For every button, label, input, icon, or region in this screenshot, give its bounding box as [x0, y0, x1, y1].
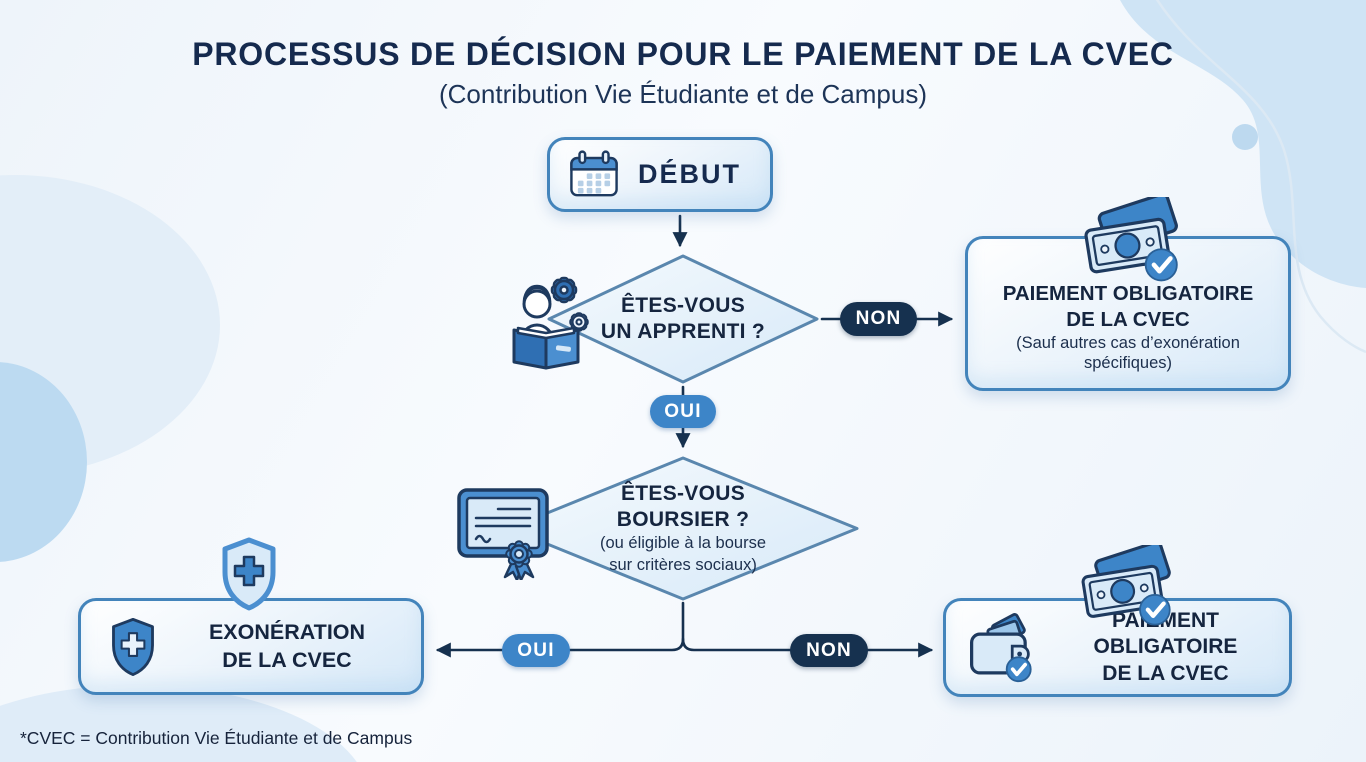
page-title: PROCESSUS DE DÉCISION POUR LE PAIEMENT D…	[192, 36, 1174, 72]
outcome-exoneration-line1: EXONÉRATION	[208, 620, 366, 645]
start-node: DÉBUT	[547, 137, 773, 212]
banknotes-check-icon	[1084, 197, 1178, 282]
blob-bottom-left	[0, 685, 357, 762]
outcome-paiement-apprenti-line1: PAIEMENT OBLIGATOIRE	[1002, 282, 1254, 306]
outcome-paiement-apprenti-sub2: spécifiques)	[1083, 354, 1173, 373]
decision-boursier-sub1: (ou éligible à la bourse	[599, 534, 767, 553]
banknotes-check-icon	[1081, 545, 1171, 626]
outcome-exoneration: EXONÉRATION DE LA CVEC	[78, 537, 424, 695]
branch-label-oui-boursier: OUI	[502, 634, 570, 667]
decision-boursier-sub2: sur critères sociaux)	[609, 556, 757, 575]
student-reading-icon	[512, 276, 589, 370]
outcome-exoneration-line2: DE LA CVEC	[222, 647, 352, 672]
decision-boursier: ÊTES-VOUS BOURSIER ? (ou éligible à la b…	[506, 455, 860, 602]
branch-label-oui-apprenti: OUI	[650, 395, 716, 428]
footnote: *CVEC = Contribution Vie Étudiante et de…	[20, 728, 413, 748]
decision-boursier-line2: BOURSIER ?	[616, 507, 750, 531]
diamond-shape	[547, 254, 819, 384]
outcome-paiement-apprenti-line2: DE LA CVEC	[1066, 308, 1190, 332]
blob-top-right	[1120, 0, 1366, 288]
decision-apprenti: ÊTES-VOUS UN APPRENTI ?	[546, 253, 820, 385]
outcome-paiement-boursier-line2: DE LA CVEC	[1102, 661, 1229, 685]
wallet-check-icon	[970, 612, 1032, 682]
certificate-icon	[457, 488, 549, 580]
blob-outline-curve	[1155, 0, 1366, 354]
decision-boursier-line1: ÊTES-VOUS	[620, 482, 746, 506]
calendar-icon	[570, 149, 618, 196]
diamond-shape	[507, 456, 859, 601]
page-subtitle: (Contribution Vie Étudiante et de Campus…	[438, 79, 928, 109]
arrow-boursier-non	[681, 637, 934, 658]
decision-apprenti-line1: ÊTES-VOUS	[620, 294, 746, 318]
deco-circle	[1232, 124, 1258, 150]
outcome-paiement-boursier: PAIEMENT OBLIGATOIRE DE LA CVEC	[943, 545, 1292, 697]
decision-apprenti-line2: UN APPRENTI ?	[600, 320, 766, 343]
shield-plus-icon	[222, 537, 276, 611]
outcome-paiement-apprenti: PAIEMENT OBLIGATOIRE DE LA CVEC (Sauf au…	[965, 197, 1291, 391]
branch-label-non-boursier: NON	[790, 634, 868, 667]
start-label: DÉBUT	[638, 159, 741, 189]
outcome-paiement-apprenti-sub1: (Sauf autres cas d’exonération	[1016, 333, 1240, 352]
blob-left-dark	[0, 362, 87, 562]
branch-label-non-apprenti: NON	[840, 302, 917, 336]
shield-plus-icon	[112, 617, 154, 676]
